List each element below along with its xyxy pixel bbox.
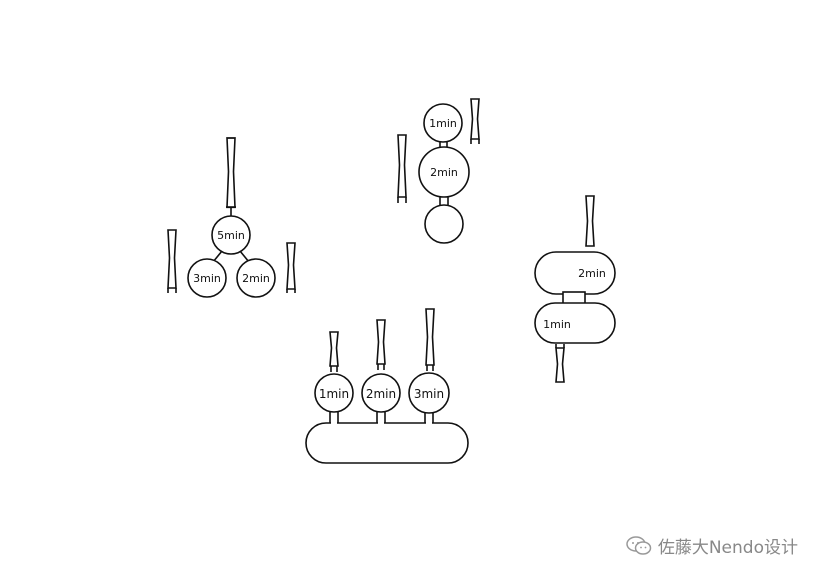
timer-icon (287, 243, 295, 293)
timer-icon (227, 138, 235, 207)
timer-icon (426, 309, 434, 371)
timer-label: 2min (366, 387, 396, 401)
timer-label: 2min (242, 272, 270, 285)
timer-icon (330, 332, 338, 372)
timer-label: 1min (429, 117, 457, 130)
timer-label: 2min (578, 267, 606, 280)
group-bottom: 1min 2min 3min (306, 309, 468, 463)
timer-icon (471, 99, 479, 144)
timer-label: 1min (543, 318, 571, 331)
timer-label: 2min (430, 166, 458, 179)
group-right: 2min 1min (535, 196, 615, 382)
timer-label: 3min (414, 387, 444, 401)
watermark-text: 佐藤大Nendo设计 (658, 533, 798, 558)
wechat-icon (626, 536, 652, 556)
timer-label: 1min (319, 387, 349, 401)
timer-label: 3min (193, 272, 221, 285)
timer-icon (556, 344, 564, 382)
group-top-left: 5min 3min 2min (168, 138, 295, 297)
timer-icon (586, 196, 594, 246)
timer-icon (168, 230, 176, 293)
timer-icon (398, 135, 406, 203)
timer-label: 5min (217, 229, 245, 242)
group-top-center: 1min 2min (398, 99, 479, 243)
timer-icon (377, 320, 385, 370)
watermark: 佐藤大Nendo设计 (626, 533, 798, 558)
